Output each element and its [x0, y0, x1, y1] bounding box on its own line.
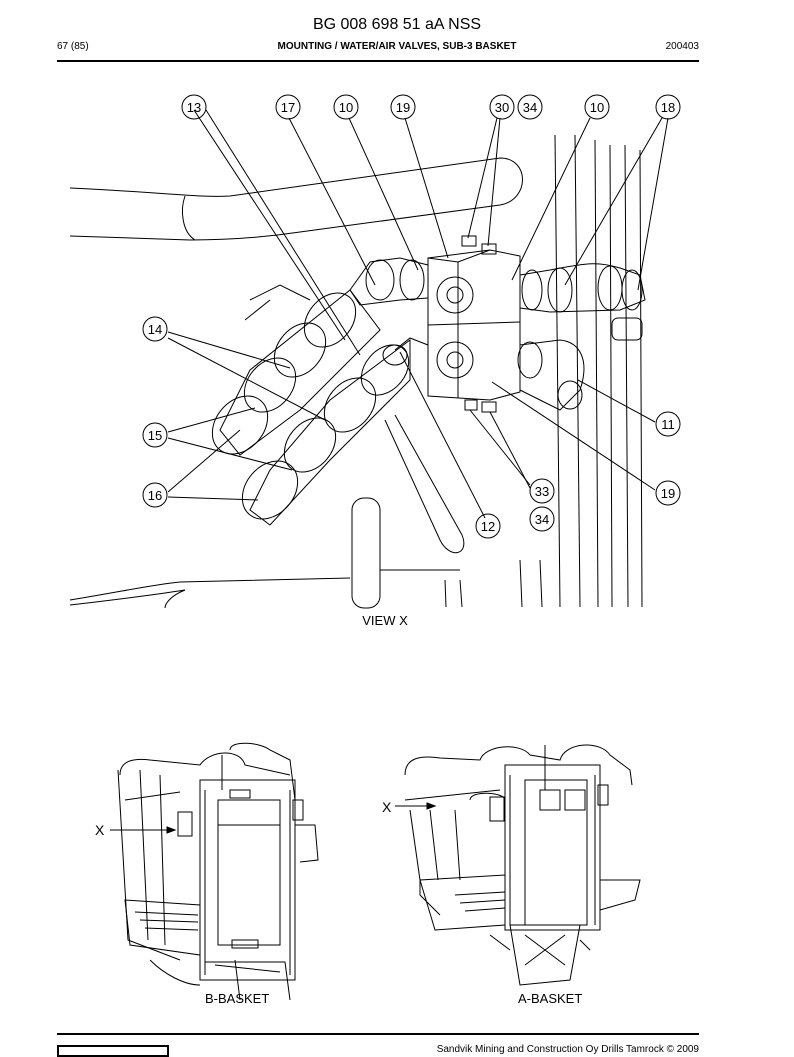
- callout-11: 11: [661, 417, 675, 432]
- a-basket-view-marker: X: [382, 799, 392, 815]
- callout-circles: [142, 94, 681, 539]
- callout-18: 18: [661, 100, 675, 115]
- right-fittings: [517, 263, 646, 411]
- coupling-lower: [241, 337, 429, 526]
- document-title: BG 008 698 51 aA NSS: [312, 16, 482, 33]
- header-rule: [57, 60, 699, 62]
- document-code: 200403: [665, 41, 699, 52]
- callout-16: 16: [148, 488, 162, 503]
- valve-lever: [382, 344, 465, 554]
- callout-19-bottom: 19: [661, 486, 675, 501]
- callout-19-top: 19: [396, 100, 410, 115]
- coupling-upper: [211, 284, 381, 456]
- callout-10-left: 10: [339, 100, 353, 115]
- view-x-label: VIEW X: [362, 613, 408, 628]
- callout-17: 17: [281, 100, 295, 115]
- sandvik-logo: [57, 1045, 169, 1057]
- footer-rule: [57, 1033, 699, 1035]
- callout-15: 15: [148, 428, 162, 443]
- b-basket-caption: B-BASKET: [205, 991, 270, 1006]
- callout-33: 33: [535, 484, 549, 499]
- view-x-arrows: [110, 802, 437, 834]
- callout-34-bottom: 34: [535, 512, 549, 527]
- b-basket-view-marker: X: [95, 822, 105, 838]
- background-hoses: [69, 134, 643, 609]
- callout-10-right: 10: [590, 100, 604, 115]
- a-basket-caption: A-BASKET: [518, 991, 583, 1006]
- valve-block: [427, 235, 521, 413]
- callout-12: 12: [481, 519, 495, 534]
- leader-lines: [167, 109, 669, 519]
- callout-30: 30: [495, 100, 509, 115]
- a-basket-drawing: [404, 744, 641, 986]
- b-basket-drawing: [117, 742, 319, 1001]
- callout-14: 14: [148, 322, 162, 337]
- section-title: MOUNTING / WATER/AIR VALVES, SUB-3 BASKE…: [277, 41, 517, 52]
- callout-13: 13: [187, 100, 201, 115]
- footer-copyright: Sandvik Mining and Construction Oy Drill…: [436, 1044, 699, 1055]
- callout-34-top: 34: [523, 100, 537, 115]
- page-number: 67 (85): [57, 41, 89, 52]
